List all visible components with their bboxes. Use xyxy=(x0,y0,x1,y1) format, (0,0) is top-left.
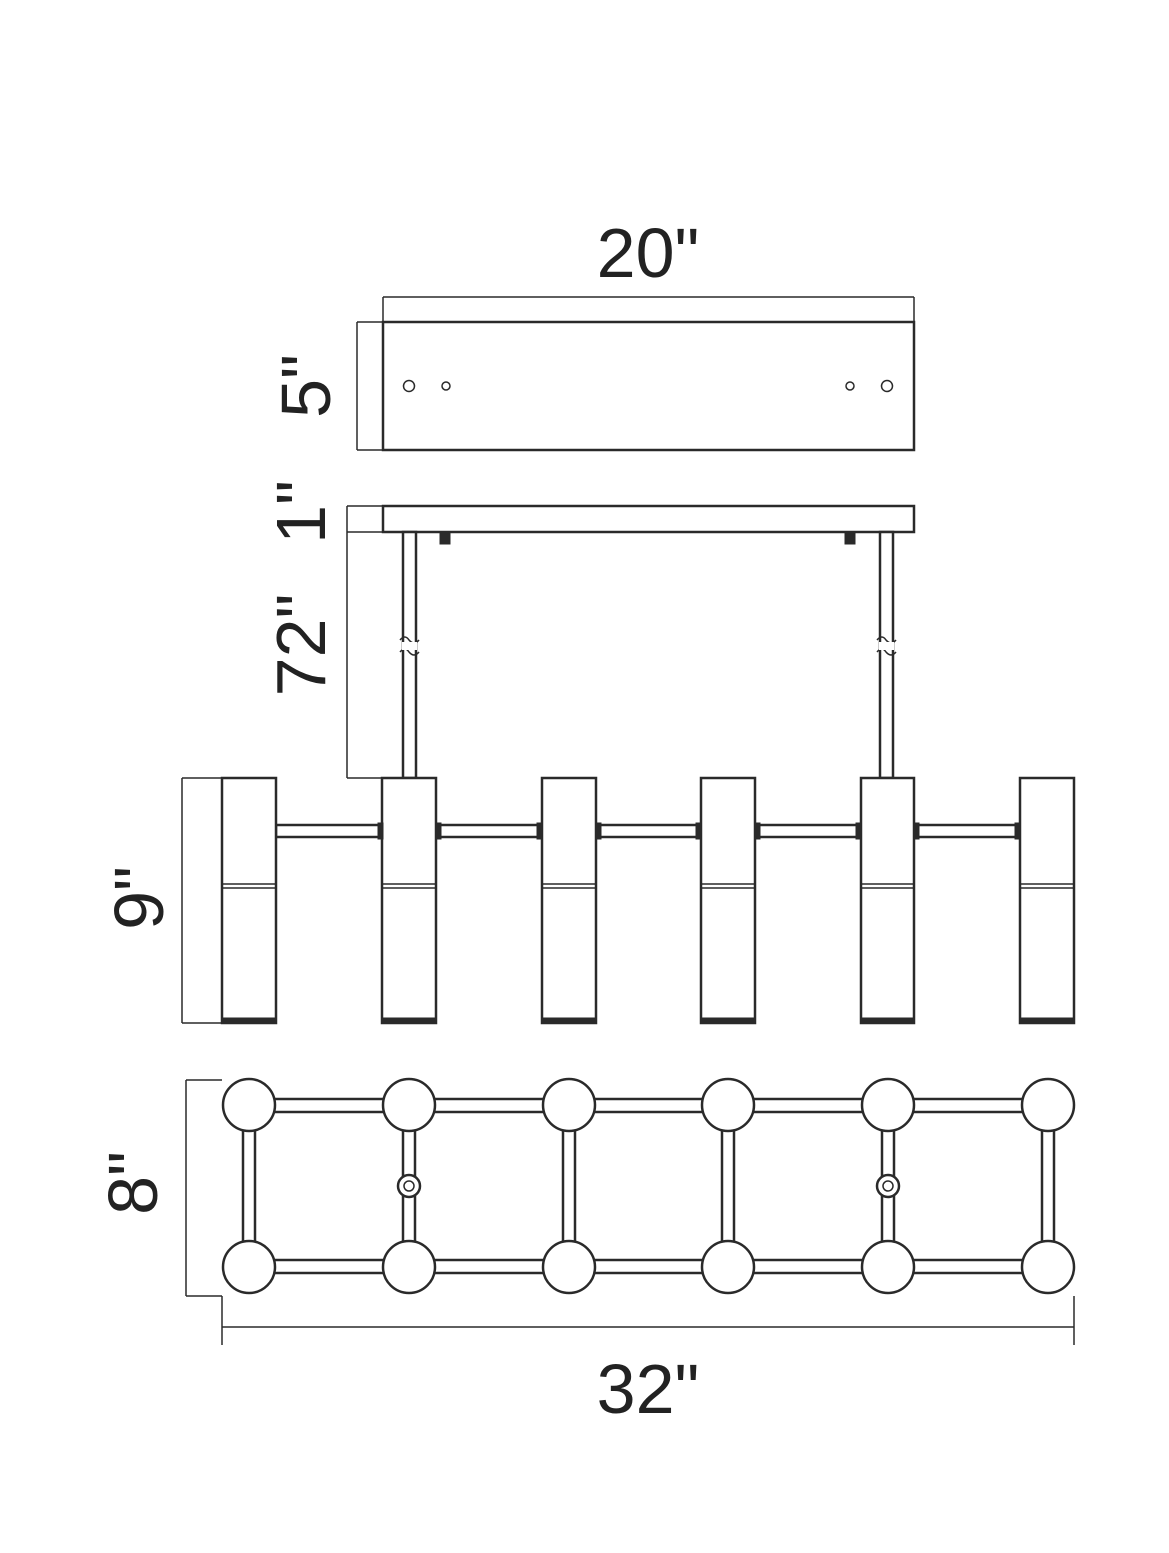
light-column xyxy=(859,776,916,1025)
light-column xyxy=(380,776,438,1025)
suspension-rod-right xyxy=(876,530,897,780)
globe-icon xyxy=(700,1077,756,1133)
light-column xyxy=(220,776,278,1025)
globe-icon xyxy=(860,1077,916,1133)
horizontal-bars xyxy=(247,1097,1051,1275)
light-column xyxy=(540,776,598,1025)
vertical-bars xyxy=(241,1103,1056,1269)
canopy-side-plate xyxy=(381,504,916,534)
globe-icon xyxy=(541,1239,597,1295)
light-column xyxy=(1018,776,1076,1025)
canopy-width-label: 20" xyxy=(597,214,700,292)
canopy-top-view: 20" 5" xyxy=(267,214,916,452)
fixture-height-label: 9" xyxy=(100,866,178,930)
globe-icon xyxy=(221,1239,277,1295)
globe-icon xyxy=(1020,1239,1076,1295)
rod-length-label: 72" xyxy=(262,594,340,697)
globe-icon xyxy=(381,1077,437,1133)
mounting-hole-icon xyxy=(441,381,451,391)
light-column xyxy=(699,776,757,1025)
canopy-screw-icon xyxy=(439,531,451,545)
rod-attachment-icon xyxy=(875,1173,901,1199)
canopy-plate xyxy=(381,320,916,452)
globe-icon xyxy=(860,1239,916,1295)
globe-icon xyxy=(221,1077,277,1133)
globe-icon xyxy=(381,1239,437,1295)
fixture-length-label: 32" xyxy=(597,1350,700,1428)
fixture-bottom-view: 8" xyxy=(94,1077,1076,1428)
globe-icon xyxy=(1020,1077,1076,1133)
mounting-hole-icon xyxy=(402,379,416,393)
fixture-front-view: 9" xyxy=(100,776,1076,1025)
canopy-height-label: 5" xyxy=(267,354,345,418)
mounting-hole-icon xyxy=(845,381,855,391)
canopy-screw-icon xyxy=(844,531,856,545)
canopy-side-view: 1" 72" xyxy=(262,480,916,780)
mounting-hole-icon xyxy=(880,379,894,393)
suspension-rod-left xyxy=(399,530,420,780)
globe-row-top xyxy=(221,1077,1076,1133)
canopy-depth-label: 1" xyxy=(262,480,340,544)
globe-icon xyxy=(700,1239,756,1295)
globe-icon xyxy=(541,1077,597,1133)
globe-row-bottom xyxy=(221,1239,1076,1295)
fixture-depth-label: 8" xyxy=(94,1151,172,1215)
arm-collars xyxy=(377,822,1021,840)
rod-attachment-icon xyxy=(396,1173,422,1199)
